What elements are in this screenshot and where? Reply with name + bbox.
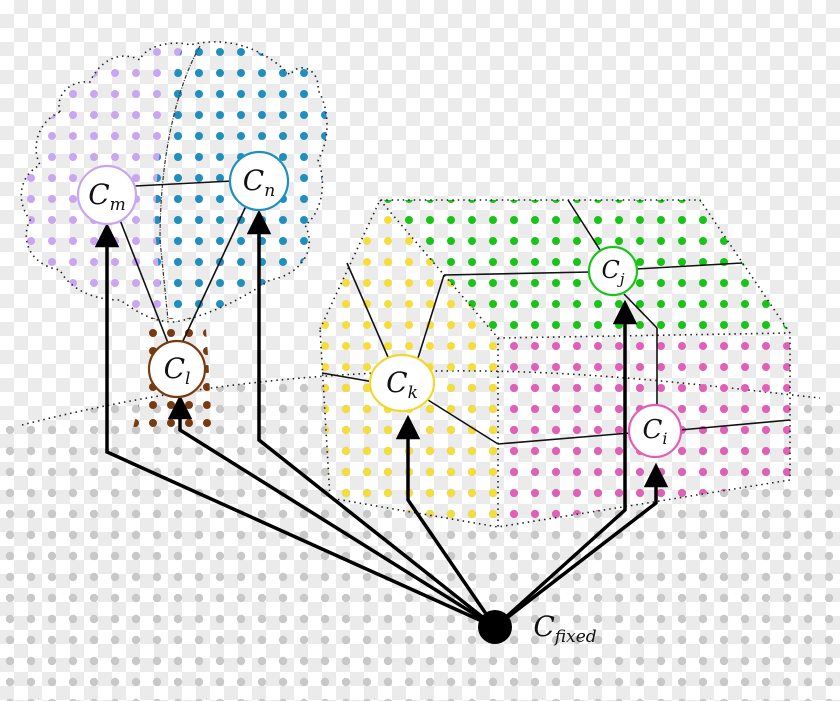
- arrow-to-cj: [493, 299, 638, 629]
- arrow-to-cn: [246, 209, 497, 629]
- region-adjacency-edges: [119, 180, 791, 445]
- graph-nodes: [76, 150, 683, 644]
- fixed-node-arrows: [94, 209, 669, 629]
- node-label-cfixed: Cfixed: [533, 610, 597, 647]
- node-cn: [228, 150, 290, 212]
- node-label-ck: Ck: [386, 366, 418, 403]
- node-ci: [627, 403, 683, 459]
- node-cfixed: [478, 610, 512, 644]
- node-label-cl: Cl: [163, 352, 191, 389]
- node-label-cn: Cn: [242, 164, 276, 201]
- arrow-to-cm: [94, 222, 496, 629]
- node-label-ci: Ci: [642, 415, 668, 448]
- arrow-to-cl: [167, 394, 496, 629]
- arrow-to-ck: [395, 414, 497, 628]
- node-label-cj: Cj: [601, 256, 625, 288]
- node-cm: [76, 164, 138, 226]
- node-cj: [587, 245, 639, 297]
- node-label-cm: Cm: [88, 178, 126, 215]
- node-ck: [368, 353, 436, 413]
- arrow-to-ci: [493, 462, 669, 629]
- node-cl: [147, 339, 207, 399]
